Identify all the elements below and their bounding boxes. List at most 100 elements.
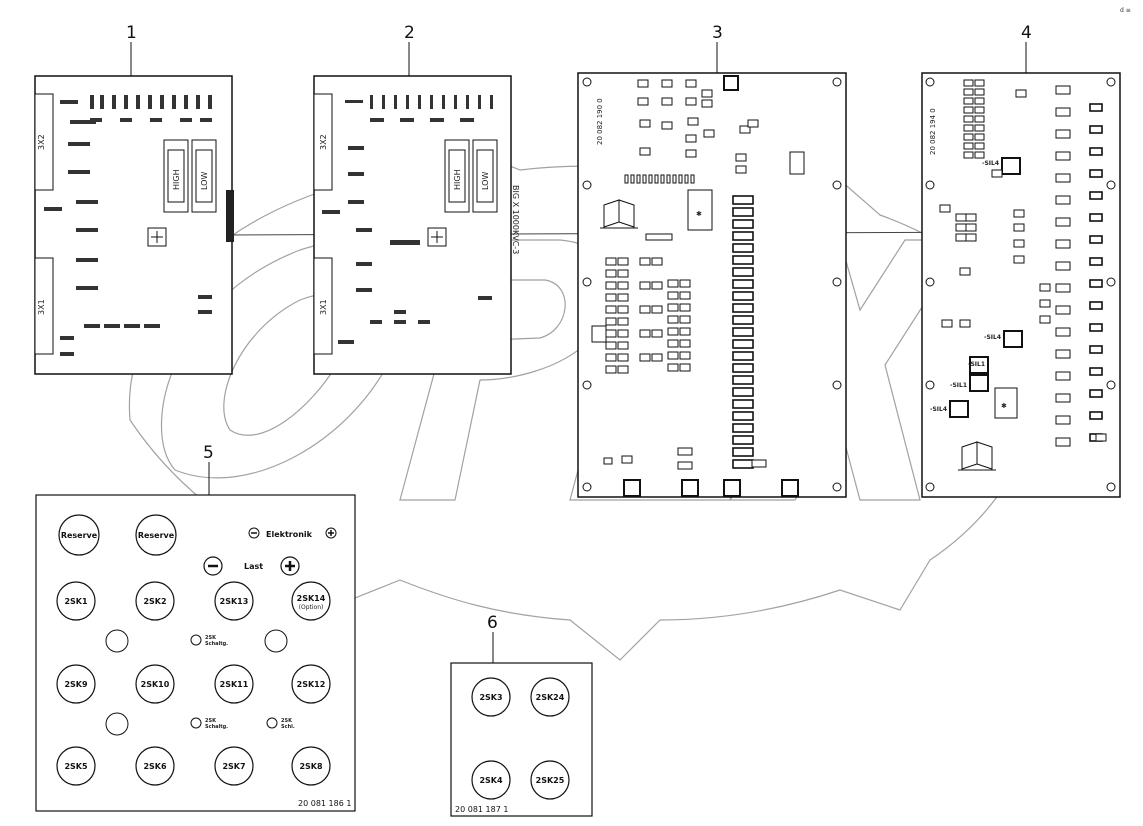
button-2sk8[interactable]: 2SK8 xyxy=(291,746,331,786)
pcb-component xyxy=(703,129,715,138)
blank-knob xyxy=(264,629,288,653)
pcb-component xyxy=(667,291,679,300)
pcb-component xyxy=(732,387,754,397)
pcb-component xyxy=(667,279,679,288)
svg-text:-SIL4: -SIL4 xyxy=(984,334,1001,341)
pcb-component xyxy=(605,281,617,290)
button-2sk25[interactable]: 2SK25 xyxy=(530,760,570,800)
svg-text:1: 1 xyxy=(126,23,137,43)
pcb-component xyxy=(735,153,747,162)
button-2sk10[interactable]: 2SK10 xyxy=(135,664,175,704)
pcb-component xyxy=(648,174,653,184)
button-2sk3[interactable]: 2SK3 xyxy=(471,677,511,717)
pcb-component xyxy=(661,97,673,106)
part-number: 20 082 194 0 xyxy=(929,108,937,155)
pcb-component xyxy=(732,255,754,265)
button-2sk14[interactable]: 2SK14 (Option) xyxy=(291,581,331,621)
connector-3x1 xyxy=(313,257,333,355)
button-2sk12[interactable]: 2SK12 xyxy=(291,664,331,704)
pcb-component xyxy=(747,119,759,128)
pcb-component xyxy=(661,121,673,130)
pcb-component xyxy=(605,257,617,266)
sil-tag: -SIL4 xyxy=(930,400,969,418)
pcb-component xyxy=(617,329,629,338)
pcb-component xyxy=(1055,371,1071,381)
svg-text:Schl.: Schl. xyxy=(281,724,295,730)
pcb-component xyxy=(732,363,754,373)
potentiometer xyxy=(994,387,1018,419)
button-2sk5[interactable]: 2SK5 xyxy=(56,746,96,786)
pcb-component xyxy=(963,133,974,141)
pcb-component xyxy=(955,213,967,222)
side-label-b: KVC-3 xyxy=(511,230,520,254)
pcb-component xyxy=(732,399,754,409)
pcb-component xyxy=(974,106,985,114)
pcb-component xyxy=(732,351,754,361)
svg-text:2SK5: 2SK5 xyxy=(64,762,88,771)
pcb-component xyxy=(974,124,985,132)
pcb-component xyxy=(617,353,629,362)
pcb-component xyxy=(732,435,754,445)
pcb-component xyxy=(667,351,679,360)
pcb-component xyxy=(1055,349,1071,359)
svg-text:2SK12: 2SK12 xyxy=(297,680,326,689)
button-2sk24[interactable]: 2SK24 xyxy=(530,677,570,717)
button-2sk4[interactable]: 2SK4 xyxy=(471,760,511,800)
pcb-component xyxy=(735,165,747,174)
connector-3x1 xyxy=(34,257,54,355)
pcb-component xyxy=(1089,301,1103,310)
connector-3x2 xyxy=(313,93,333,191)
button-2sk13[interactable]: 2SK13 xyxy=(214,581,254,621)
pcb-component xyxy=(690,174,695,184)
pcb-component xyxy=(1089,367,1103,376)
pcb-component xyxy=(639,329,651,338)
svg-text:Reserve: Reserve xyxy=(61,531,98,540)
svg-text:✱: ✱ xyxy=(696,210,702,218)
led-indicator-b: 2SK Schaltg. xyxy=(190,717,228,730)
side-label: BIG X 1000 xyxy=(511,185,520,230)
svg-text:2SK: 2SK xyxy=(205,635,217,641)
reserve-button-2[interactable]: Reserve xyxy=(135,514,177,556)
svg-text:2SK2: 2SK2 xyxy=(143,597,166,606)
svg-text:3X1: 3X1 xyxy=(319,299,328,315)
pcb-component xyxy=(1089,169,1103,178)
button-2sk7[interactable]: 2SK7 xyxy=(214,746,254,786)
pcb-component xyxy=(974,142,985,150)
reserve-button-1[interactable]: Reserve xyxy=(58,514,100,556)
pcb-component xyxy=(1089,323,1103,332)
svg-text:2: 2 xyxy=(404,23,415,43)
pcb-component xyxy=(1089,103,1103,112)
callout-6: 6 xyxy=(487,613,498,666)
pcb-component xyxy=(732,243,754,253)
svg-text:-SIL4: -SIL4 xyxy=(930,406,947,413)
button-2sk11[interactable]: 2SK11 xyxy=(214,664,254,704)
button-2sk1[interactable]: 2SK1 xyxy=(56,581,96,621)
pcb-component xyxy=(1089,389,1103,398)
svg-text:2SK24: 2SK24 xyxy=(536,693,565,702)
pcb-component xyxy=(939,204,951,213)
led-indicator-c: 2SK Schl. xyxy=(266,717,295,730)
last-plus-button[interactable] xyxy=(280,556,300,576)
pcb-component xyxy=(991,169,1003,178)
pcb-component xyxy=(661,79,673,88)
svg-text:2SK11: 2SK11 xyxy=(220,680,249,689)
button-2sk9[interactable]: 2SK9 xyxy=(56,664,96,704)
button-2sk2[interactable]: 2SK2 xyxy=(135,581,175,621)
svg-text:Schaltg.: Schaltg. xyxy=(205,641,228,647)
pcb-component xyxy=(963,79,974,87)
callout-2: 2 xyxy=(404,23,415,76)
button-2sk6[interactable]: 2SK6 xyxy=(135,746,175,786)
pcb-component xyxy=(1055,151,1071,161)
pcb-component xyxy=(617,293,629,302)
pcb-component xyxy=(1055,283,1071,293)
pcb-component xyxy=(1013,223,1025,232)
last-minus-button[interactable] xyxy=(203,556,223,576)
pcb-component xyxy=(965,223,977,232)
board-4: 20 082 194 0 ✱ -SIL4 -SIL4 -SIL1 xyxy=(921,72,1121,498)
svg-text:2SK14: 2SK14 xyxy=(297,594,326,603)
pcb-component xyxy=(1013,255,1025,264)
pcb-component xyxy=(732,375,754,385)
pcb-component xyxy=(1089,257,1103,266)
svg-text:(Option): (Option) xyxy=(299,604,324,611)
pcb-component xyxy=(667,327,679,336)
